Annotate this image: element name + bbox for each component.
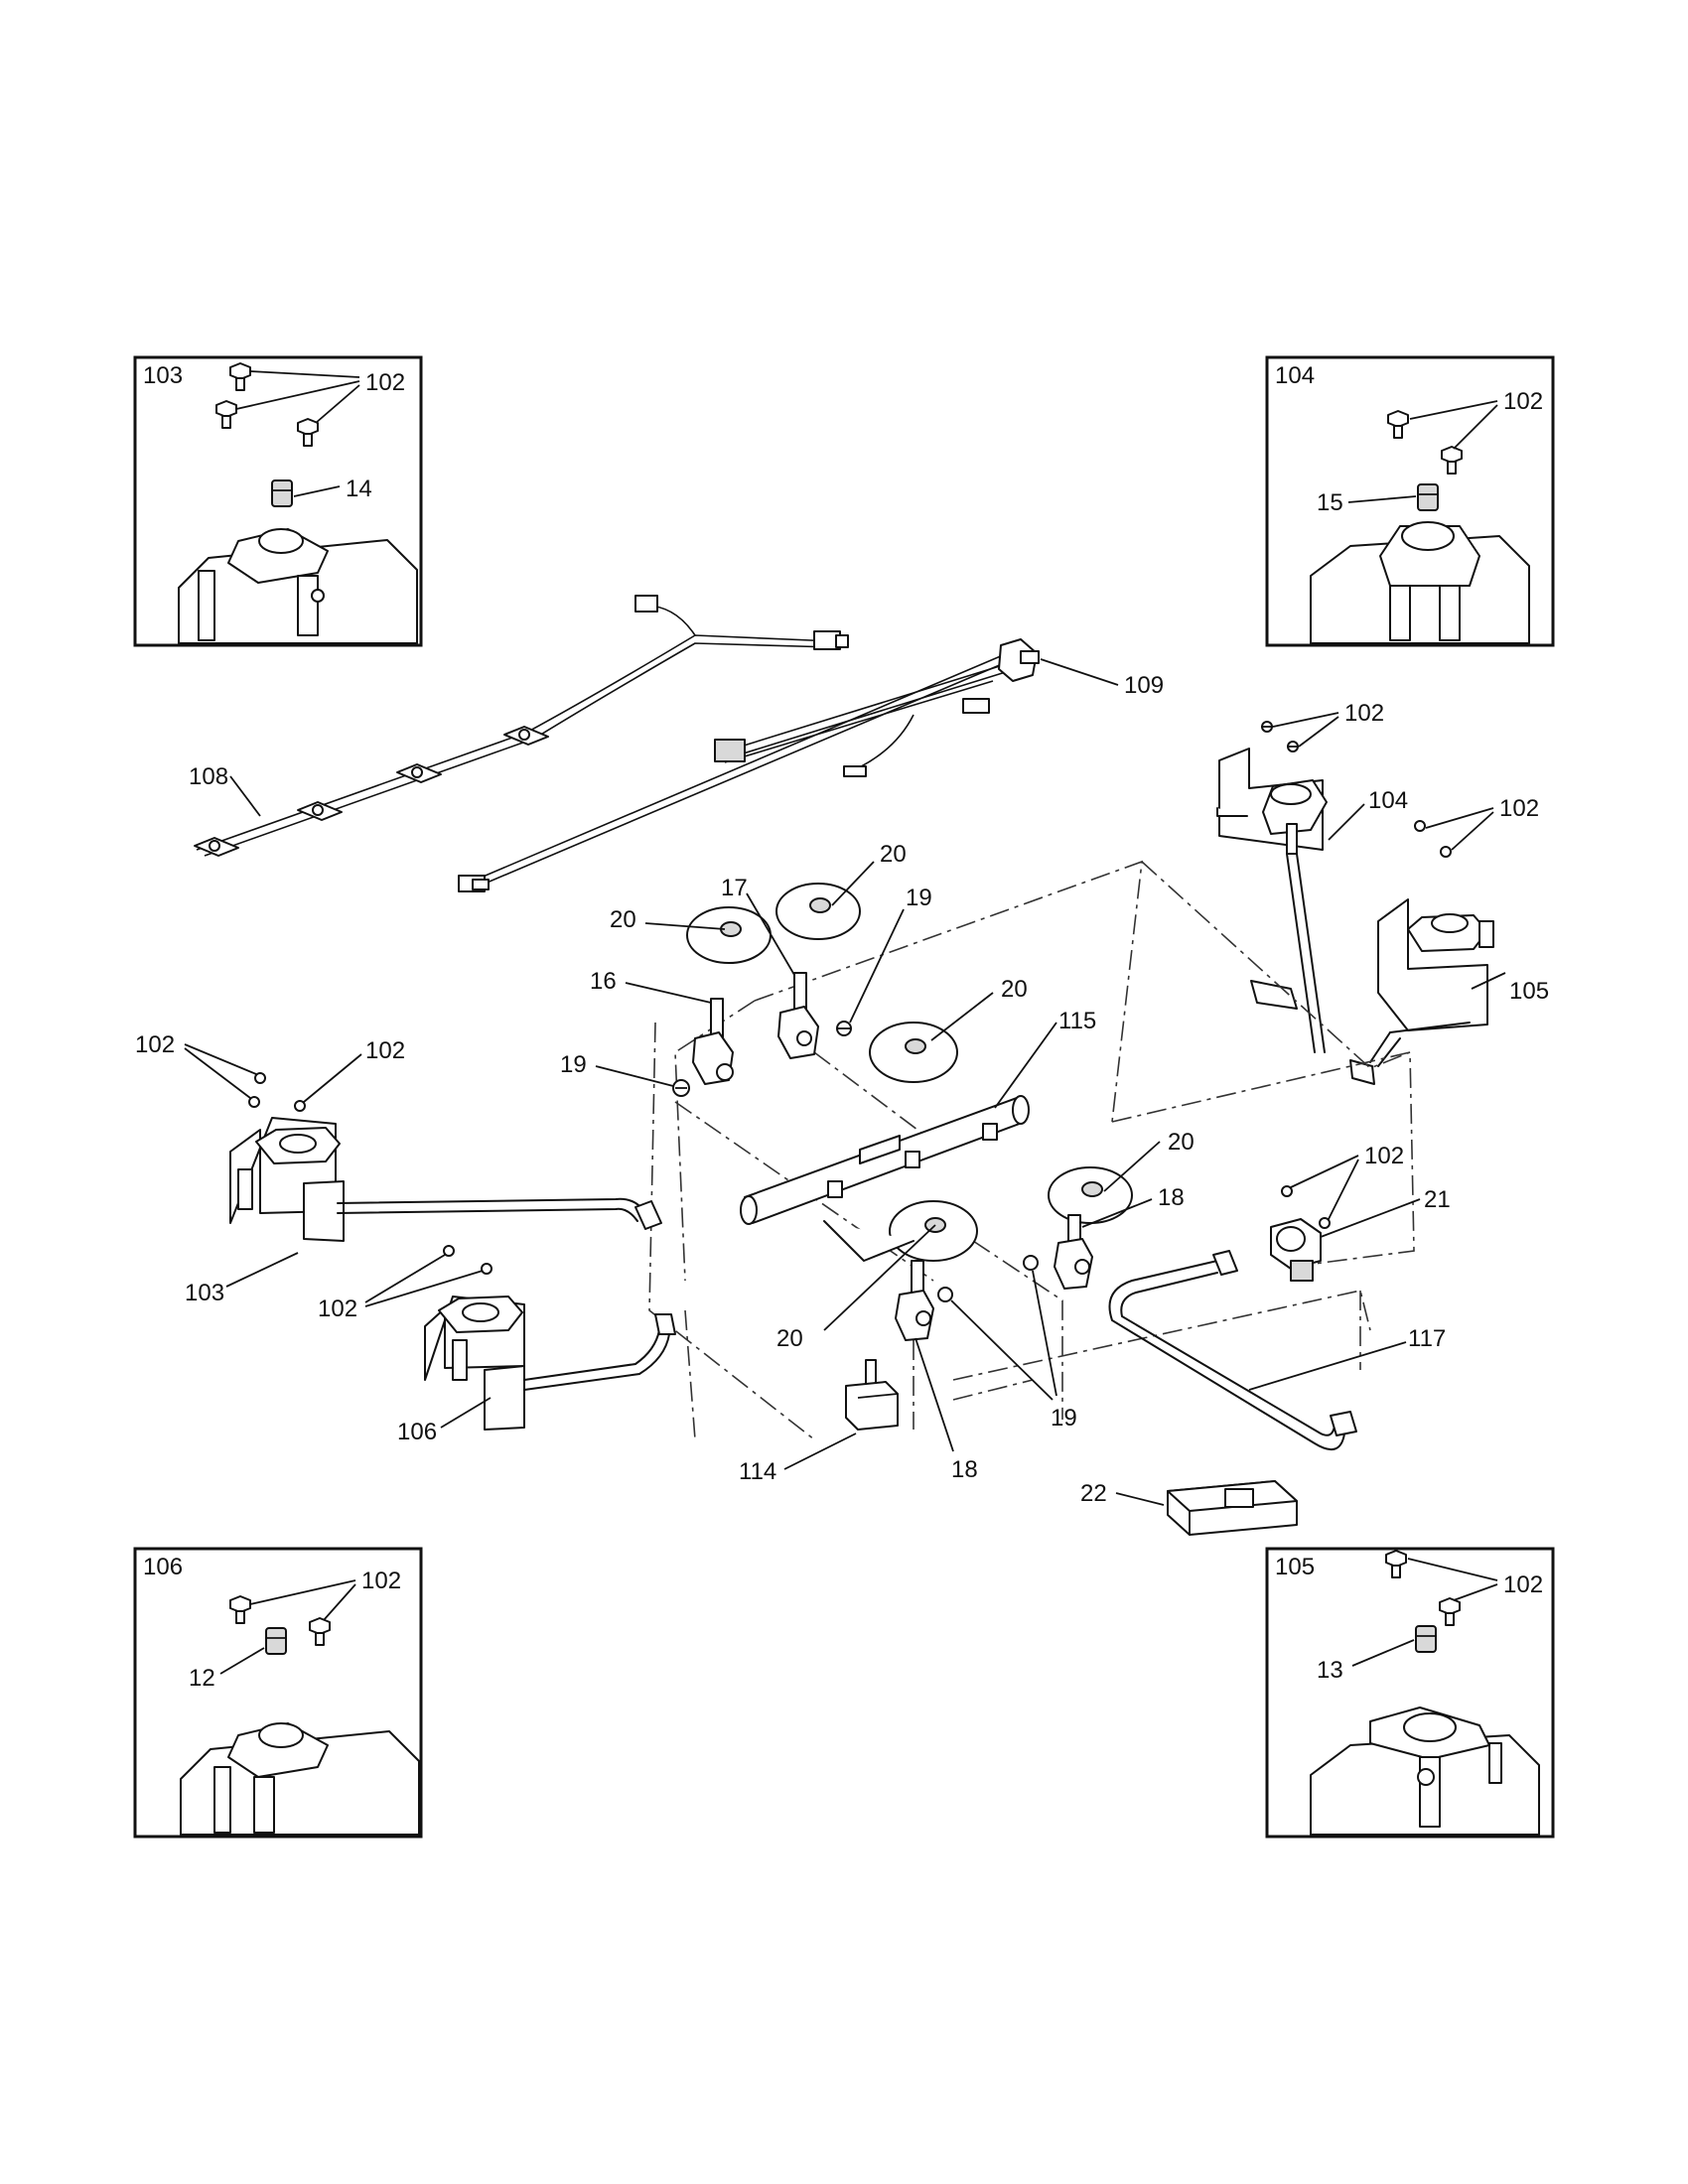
- label-19-a: 19: [906, 885, 932, 911]
- label-20-a: 20: [610, 906, 636, 933]
- label-20-e: 20: [776, 1325, 803, 1352]
- valve-16: [692, 998, 734, 1085]
- label-114: 114: [739, 1458, 776, 1485]
- inset-103-orifice-label: 14: [346, 476, 372, 502]
- knob-icon: [889, 1200, 978, 1262]
- valve-18-b: [895, 1260, 934, 1341]
- label-102-right-top: 102: [1344, 700, 1384, 727]
- label-102-left-single: 102: [365, 1037, 405, 1064]
- inset-106-screws-label: 102: [361, 1568, 401, 1594]
- screw-pair-103-left: [248, 1072, 266, 1108]
- label-105: 105: [1509, 978, 1549, 1005]
- burner-105: [1349, 898, 1494, 1085]
- spark-module-22: [1167, 1480, 1298, 1536]
- orifice-icon: [1417, 483, 1439, 511]
- label-18-a: 18: [1158, 1184, 1185, 1211]
- screw-icon: [1385, 1550, 1407, 1578]
- label-21: 21: [1424, 1186, 1451, 1213]
- inset-106: 106 102 12: [133, 1547, 423, 1839]
- inset-105: 105 102 13: [1265, 1547, 1555, 1839]
- switch-114: [845, 1359, 899, 1431]
- label-20-d: 20: [1168, 1129, 1195, 1156]
- burner-base-icon: [180, 1722, 420, 1836]
- inset-105-title: 105: [1275, 1554, 1315, 1580]
- harness-clip-icon: [503, 726, 549, 746]
- burner-base-icon: [1310, 521, 1530, 644]
- label-102-left: 102: [135, 1031, 175, 1058]
- screw-icon: [1439, 1597, 1461, 1626]
- label-106: 106: [397, 1419, 437, 1445]
- knob-icon: [775, 883, 861, 940]
- orifice-icon: [1415, 1625, 1437, 1653]
- burner-103: [229, 1117, 662, 1242]
- burner-base-icon: [1310, 1706, 1540, 1836]
- knob-icon: [686, 906, 772, 964]
- label-104: 104: [1368, 787, 1408, 814]
- main-harness: [458, 638, 1040, 892]
- manifold-115: [740, 1095, 1030, 1262]
- inset-105-orifice-label: 13: [1317, 1657, 1343, 1684]
- label-19-b: 19: [560, 1051, 587, 1078]
- label-108: 108: [189, 763, 228, 790]
- screw-icon: [229, 1595, 251, 1624]
- valve-18-a: [1054, 1214, 1093, 1290]
- label-103: 103: [185, 1280, 224, 1306]
- burner-106: [424, 1296, 676, 1431]
- screw-icon: [309, 1617, 331, 1646]
- label-17: 17: [721, 875, 748, 901]
- label-117: 117: [1408, 1325, 1446, 1352]
- screw-19-a: [836, 1021, 852, 1036]
- screw-19-c: [937, 1255, 1039, 1302]
- label-16: 16: [590, 968, 617, 995]
- label-109: 109: [1124, 672, 1164, 699]
- label-18-b: 18: [951, 1456, 978, 1483]
- screw-pair-106: [443, 1245, 492, 1275]
- screw-icon: [229, 362, 251, 391]
- label-115: 115: [1058, 1008, 1096, 1034]
- burner-base-icon: [178, 528, 418, 644]
- screw-pair-21: [1281, 1185, 1331, 1229]
- inset-104-orifice-label: 15: [1317, 489, 1343, 516]
- label-102-right-side: 102: [1499, 795, 1539, 822]
- inset-104: 104 102 15: [1265, 355, 1555, 647]
- screw-103-single: [294, 1100, 306, 1112]
- screw-icon: [297, 418, 319, 447]
- orifice-icon: [265, 1627, 287, 1655]
- label-102-regulator: 102: [1364, 1143, 1404, 1169]
- assembly-dashed-lines: [648, 860, 1415, 1440]
- harness-clip-icon: [396, 763, 442, 783]
- inset-103: 103 102 14: [133, 355, 423, 647]
- label-20-c: 20: [1001, 976, 1028, 1003]
- harness-clip-icon: [297, 801, 343, 821]
- screw-pair-104-side: [1414, 820, 1452, 858]
- valve-17: [777, 972, 819, 1059]
- inset-106-orifice-label: 12: [189, 1665, 215, 1692]
- screw-icon: [1387, 410, 1409, 439]
- label-19-c: 19: [1051, 1405, 1077, 1432]
- inset-104-title: 104: [1275, 362, 1315, 389]
- screw-icon: [215, 400, 237, 429]
- label-22: 22: [1080, 1480, 1107, 1507]
- knob-icon: [1048, 1166, 1133, 1224]
- orifice-icon: [271, 479, 293, 507]
- inset-106-title: 106: [143, 1554, 183, 1580]
- burner-104: [1216, 748, 1328, 1053]
- inset-103-title: 103: [143, 362, 183, 389]
- igniter-harness: [194, 595, 849, 857]
- regulator-21: [1270, 1218, 1322, 1282]
- supply-tube-117: [1108, 1250, 1357, 1451]
- screw-pair-104-top: [1261, 721, 1299, 752]
- label-20-b: 20: [880, 841, 907, 868]
- inset-103-screws-label: 102: [365, 369, 405, 396]
- screw-icon: [1441, 446, 1463, 475]
- label-102-lower-left: 102: [318, 1296, 357, 1322]
- screw-19-b: [672, 1079, 690, 1097]
- inset-105-screws-label: 102: [1503, 1571, 1543, 1598]
- inset-104-screws-label: 102: [1503, 388, 1543, 415]
- harness-clip-icon: [194, 837, 239, 857]
